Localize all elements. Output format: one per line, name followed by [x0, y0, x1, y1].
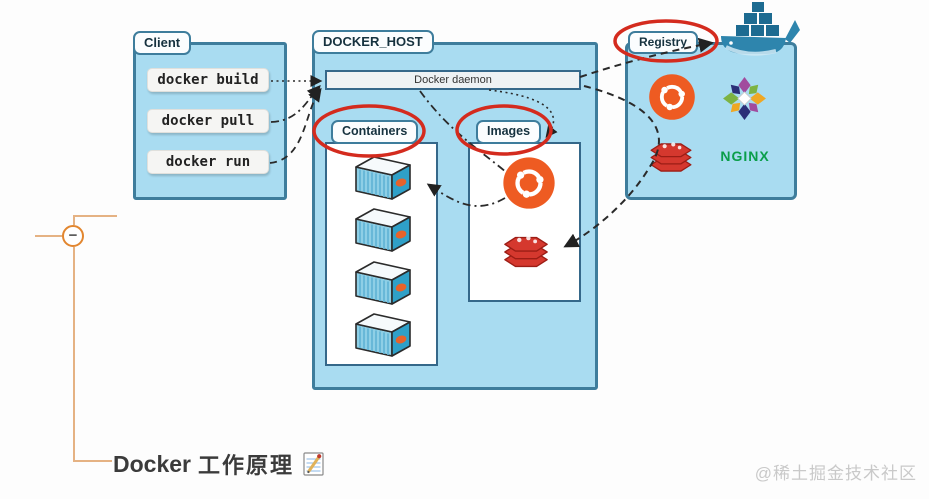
docker-pull-command: docker pull — [147, 109, 269, 133]
docker-daemon-bar: Docker daemon — [325, 70, 581, 90]
topic-title-en: Docker — [113, 450, 191, 477]
collapse-button[interactable]: − — [62, 225, 84, 247]
topic-title-zh: 工作原理 — [197, 453, 294, 479]
ubuntu-logo-icon — [648, 73, 696, 121]
memo-note-icon[interactable] — [303, 451, 325, 477]
collapse-minus-icon: − — [68, 226, 78, 244]
container-icon — [348, 205, 418, 255]
docker-host-tab: DOCKER_HOST — [312, 30, 434, 55]
containers-tab: Containers — [331, 120, 419, 144]
redis-logo-icon — [498, 227, 554, 277]
docker-run-command: docker run — [147, 150, 269, 174]
container-icon — [348, 153, 418, 203]
topic-title[interactable]: Docker 工作原理 — [113, 448, 325, 480]
nginx-wordmark: NGINX — [720, 148, 770, 164]
ubuntu-logo-icon — [502, 156, 556, 210]
container-icon — [348, 310, 418, 360]
registry-tab: Registry — [628, 31, 699, 54]
centos-logo-icon — [721, 75, 768, 122]
mindmap-branch-lines — [35, 215, 117, 462]
client-tab: Client — [133, 31, 192, 56]
watermark: @稀土掘金技术社区 — [754, 464, 917, 483]
redis-logo-icon — [645, 134, 697, 181]
docker-whale-icon — [716, 2, 800, 64]
docker-build-command: docker build — [147, 68, 269, 92]
images-tab: Images — [476, 120, 542, 144]
container-icon — [348, 258, 418, 308]
